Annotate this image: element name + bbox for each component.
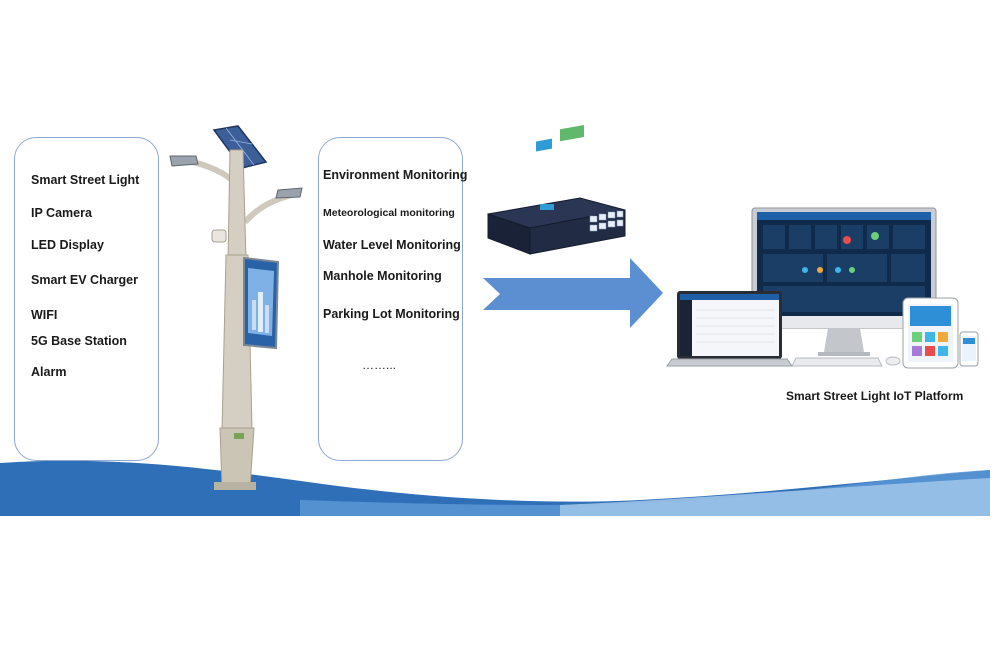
right-panel [318, 137, 463, 461]
left-item-smart-street-light: Smart Street Light [31, 173, 140, 187]
right-item-ellipsis: ……... [362, 358, 397, 372]
left-item-wifi: WIFI [31, 308, 58, 322]
platform-caption: Smart Street Light IoT Platform [786, 389, 964, 403]
left-item-ip-camera: IP Camera [31, 206, 92, 220]
left-item-5g-base-station: 5G Base Station [31, 334, 127, 348]
right-item-meteorological-monitoring: Meteorological monitoring [323, 207, 455, 219]
left-item-led-display: LED Display [31, 238, 104, 252]
right-item-water-level-monitoring: Water Level Monitoring [323, 238, 461, 252]
right-item-manhole-monitoring: Manhole Monitoring [323, 269, 442, 283]
left-item-smart-ev-charger: Smart EV Charger [31, 273, 138, 287]
right-item-parking-lot-monitoring: Parking Lot Monitoring [323, 307, 460, 321]
left-item-alarm: Alarm [31, 365, 67, 379]
right-item-environment-monitoring: Environment Monitoring [323, 168, 468, 182]
left-panel [14, 137, 159, 461]
